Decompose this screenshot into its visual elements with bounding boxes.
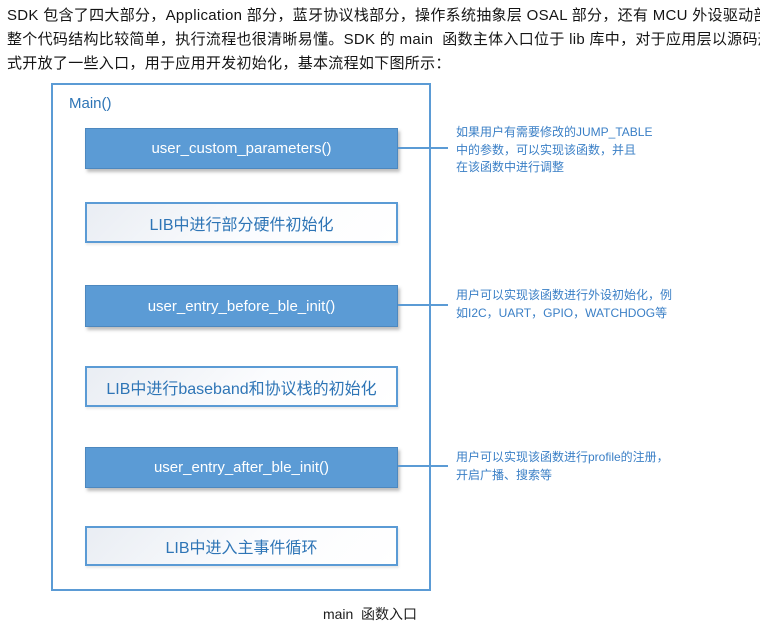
figure-caption: main 函数入口 [322,606,418,622]
intro-line: 式开放了一些入口，用于应用开发初始化，基本流程如下图所示： [7,55,451,72]
annotation-line: 用户可以实现该函数进行profile的注册， [456,450,669,464]
annotation-peripheral-init: 用户可以实现该函数进行外设初始化，例 如I2C，UART，GPIO，WATCHD… [456,287,756,322]
intro-paragraph: SDK 包含了四大部分，Application 部分，蓝牙协议栈部分，操作系统抽… [7,4,760,76]
flow-box-lib-main-event-loop: LIB中进入主事件循环 [85,526,398,566]
flow-box-user-entry-after-ble-init: user_entry_after_ble_init() [85,447,398,488]
connector-line-peripheral-init [398,304,448,306]
main-container-label: Main() [69,95,112,112]
annotation-line: 中的参数，可以实现该函数，并且 [456,142,637,157]
flow-box-user-entry-before-ble-init: user_entry_before_ble_init() [85,285,398,327]
annotation-profile-register: 用户可以实现该函数进行profile的注册， 开启广播、搜索等 [456,449,756,484]
annotation-line: 如I2C，UART，GPIO，WATCHDOG等 [456,305,668,320]
flow-box-user-custom-parameters: user_custom_parameters() [85,128,398,169]
annotation-line: 如果用户有需要修改的JUMP_TABLE [456,125,653,139]
connector-line-profile-register [398,465,448,467]
intro-line: 整个代码结构比较简单，执行流程也很清晰易懂。SDK 的 main 函数主体入口位… [7,31,760,48]
flow-box-lib-baseband-stack-init: LIB中进行baseband和协议栈的初始化 [85,366,398,407]
annotation-line: 用户可以实现该函数进行外设初始化，例 [456,288,673,302]
annotation-line: 开启广播、搜索等 [456,467,553,482]
annotation-line: 在该函数中进行调整 [456,160,565,174]
intro-line: SDK 包含了四大部分，Application 部分，蓝牙协议栈部分，操作系统抽… [7,7,760,24]
annotation-jump-table: 如果用户有需要修改的JUMP_TABLE 中的参数，可以实现该函数，并且 在该函… [456,124,756,177]
flow-box-lib-partial-hw-init: LIB中进行部分硬件初始化 [85,202,398,243]
connector-line-jump-table [398,147,448,149]
